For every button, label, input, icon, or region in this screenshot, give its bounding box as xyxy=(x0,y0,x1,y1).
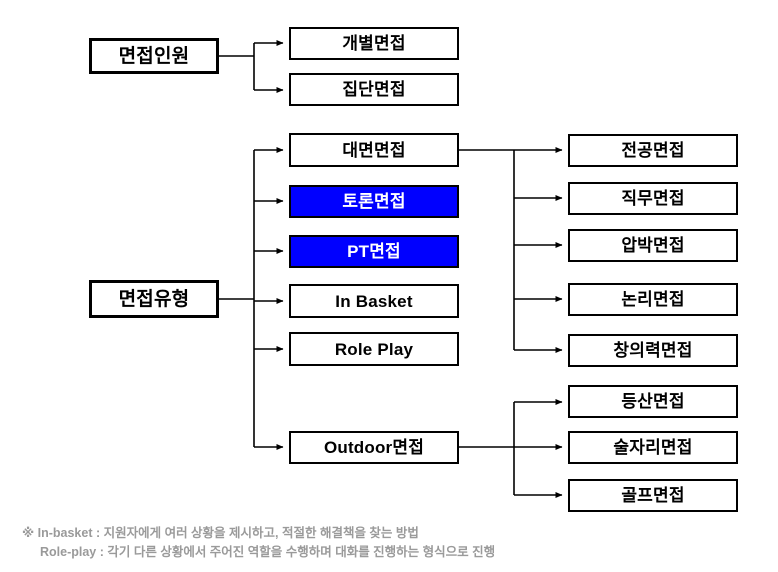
node-drinking-interview: 술자리면접 xyxy=(568,431,738,464)
node-role-play: Role Play xyxy=(289,332,459,366)
footnotes: ※ In-basket : 지원자에게 여러 상황을 제시하고, 적절한 해결책… xyxy=(22,524,762,562)
node-outdoor-interview: Outdoor면접 xyxy=(289,431,459,464)
node-golf-interview: 골프면접 xyxy=(568,479,738,512)
footnote-line-1: ※ In-basket : 지원자에게 여러 상황을 제시하고, 적절한 해결책… xyxy=(22,526,419,540)
node-major-interview: 전공면접 xyxy=(568,134,738,167)
node-pt-interview: PT면접 xyxy=(289,235,459,268)
root-interview-count: 면접인원 xyxy=(89,38,219,74)
footnote-line-2: Role-play : 각기 다른 상황에서 주어진 역할을 수행하며 대화를 … xyxy=(40,545,496,559)
node-discussion-interview: 토론면접 xyxy=(289,185,459,218)
node-creativity-interview: 창의력면접 xyxy=(568,334,738,367)
node-stress-interview: 압박면접 xyxy=(568,229,738,262)
node-job-interview: 직무면접 xyxy=(568,182,738,215)
node-face-to-face-interview: 대면면접 xyxy=(289,133,459,167)
root-interview-type: 면접유형 xyxy=(89,280,219,318)
node-group-interview: 집단면접 xyxy=(289,73,459,106)
node-in-basket: In Basket xyxy=(289,284,459,318)
node-logic-interview: 논리면접 xyxy=(568,283,738,316)
node-individual-interview: 개별면접 xyxy=(289,27,459,60)
node-hiking-interview: 등산면접 xyxy=(568,385,738,418)
